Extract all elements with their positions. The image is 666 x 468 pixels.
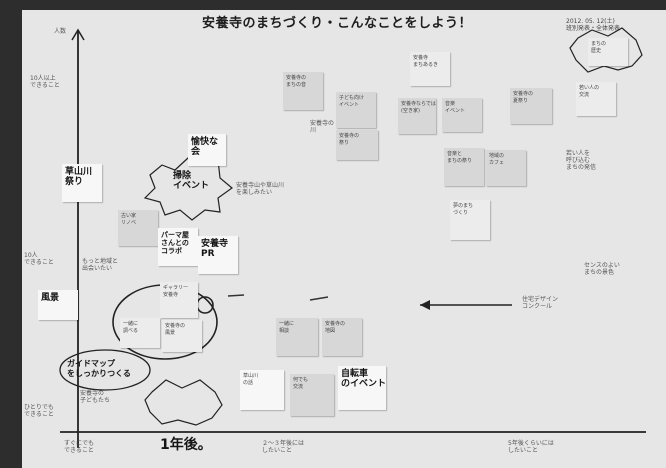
sticky-note: 安養寺 まちあるき <box>410 52 450 86</box>
sticky-note: 一緒に 相談 <box>276 318 318 356</box>
sticky-note: 安養寺の 祭り <box>336 130 378 160</box>
sticky-note-handwritten: 自転車 のイベント <box>338 366 386 410</box>
sticky-note: 音楽と まちの祭り <box>444 148 484 186</box>
sticky-note: 安養寺ならでは (空き家) <box>398 98 436 134</box>
sticky-note: 安養寺の 地図 <box>322 318 362 356</box>
x-axis-now-label: すぐにでも できること <box>64 440 95 454</box>
annotation: センスのよい まちの景色 <box>584 262 620 276</box>
sticky-note: 古い家 リノベ <box>118 210 158 246</box>
sticky-note: 音楽 イベント <box>442 98 482 132</box>
sticky-note: 安養寺の 夏祭り <box>510 88 552 124</box>
date: 2012. 05. 12(土) <box>566 18 615 25</box>
sticky-note-handwritten: 安養寺 PR <box>198 236 238 274</box>
sticky-note-handwritten: 風景 <box>38 290 78 320</box>
sticky-note: 何でも 交流 <box>290 374 334 416</box>
x-axis-1year-label: 1年後。 <box>160 437 212 453</box>
sticky-note-handwritten: ガイドマップ をしっかりつくる <box>67 359 131 378</box>
sticky-note-handwritten: 掃除 イベント <box>173 171 210 191</box>
x-axis-2-3years-label: ２～３年後には したいこと <box>262 440 305 454</box>
y-axis-many-label: 10人以上 できること <box>30 75 60 89</box>
sticky-note: ギャラリー 安養寺 <box>160 282 198 318</box>
sticky-note: 安養寺の まちの音 <box>283 72 323 110</box>
sticky-note-handwritten: 愉快な 会 <box>188 134 226 166</box>
annotation: 安養寺の 子どもたち <box>80 390 111 404</box>
sticky-note: 夢のまち づくり <box>450 200 490 240</box>
x-axis-5years-label: 5年後くらいには したいこと <box>508 440 554 454</box>
sticky-note: まちの 歴史 <box>588 38 628 66</box>
y-axis-middle-label: 10人 できること <box>24 252 54 266</box>
sticky-note-handwritten: パーマ屋 さんとの コラボ <box>158 228 198 266</box>
annotation: 安養寺山や草山川 を楽しみたい <box>236 182 285 196</box>
sticky-note: 草山川 の話 <box>240 370 284 410</box>
annotation: 若い人を 呼び込む まちの発信 <box>566 150 597 171</box>
annotation: 住宅デザイン コンクール <box>522 296 559 310</box>
sticky-note: 子ども向け イベント <box>336 92 376 128</box>
sticky-note: 地域の カフェ <box>486 150 526 186</box>
date-sub: 班別発表・全体発表 <box>566 25 621 32</box>
sticky-note: 安養寺の 風景 <box>162 320 202 352</box>
y-axis-few-label: ひとりでも できること <box>24 404 54 418</box>
sticky-note: 一緒に 調べる <box>120 318 160 348</box>
y-axis-top-label: 人数 <box>54 28 67 35</box>
sticky-note-handwritten: 草山川 祭り <box>62 164 102 202</box>
date-label: 2012. 05. 12(土) 班別発表・全体発表 <box>566 18 646 32</box>
page-title: 安養寺のまちづくり・こんなことをしよう！ <box>202 16 473 31</box>
sticky-note: 若い人の 交流 <box>576 82 616 116</box>
annotation: もっと地域と 出会いたい <box>82 258 119 272</box>
annotation: 安養寺の 川 <box>310 120 335 134</box>
